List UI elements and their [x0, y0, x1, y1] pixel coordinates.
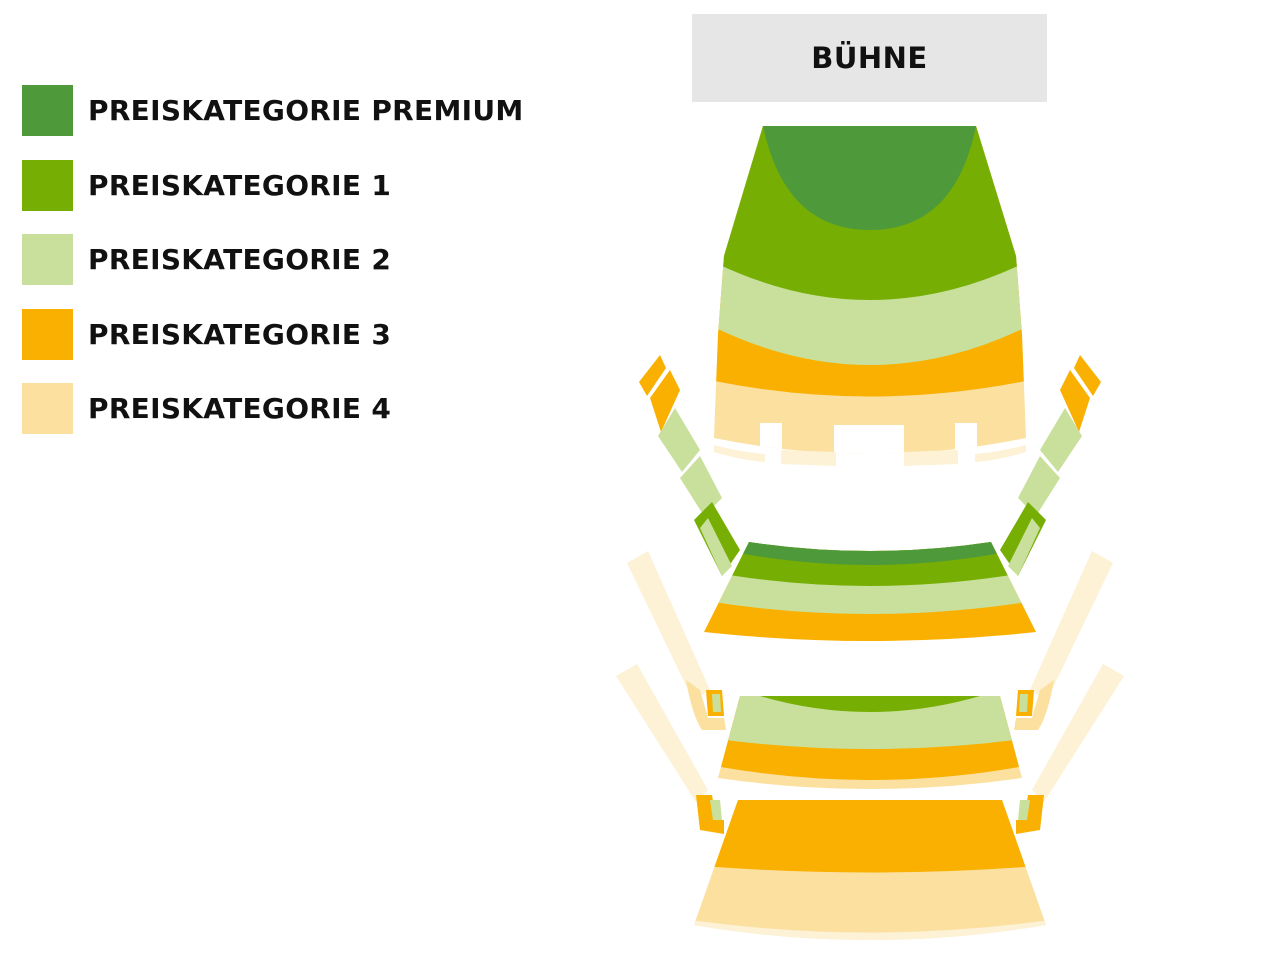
left-side-loges[interactable] — [686, 680, 726, 834]
rang1-section[interactable] — [700, 535, 1040, 655]
legend-swatch-cat4 — [22, 383, 73, 434]
legend-item-cat3: PREISKATEGORIE 3 — [22, 308, 524, 360]
legend-label-cat3: PREISKATEGORIE 3 — [88, 317, 392, 351]
right-side-loges[interactable] — [1014, 680, 1054, 834]
legend-swatch-cat2 — [22, 234, 73, 285]
legend-item-cat4: PREISKATEGORIE 4 — [22, 383, 524, 434]
left-outer-galleries[interactable] — [616, 551, 710, 802]
legend-label-cat4: PREISKATEGORIE 4 — [88, 392, 392, 425]
right-balcony-rang1[interactable] — [1000, 355, 1101, 576]
rang3-section[interactable] — [690, 795, 1050, 955]
legend-item-cat2: PREISKATEGORIE 2 — [22, 234, 524, 285]
legend-swatch-cat3 — [22, 308, 73, 360]
legend-item-cat1: PREISKATEGORIE 1 — [22, 159, 524, 211]
parkett-section[interactable] — [700, 120, 1040, 480]
legend-item-premium: PREISKATEGORIE PREMIUM — [22, 85, 524, 136]
right-outer-galleries[interactable] — [1030, 551, 1124, 802]
left-balcony-rang1[interactable] — [639, 355, 740, 576]
legend-swatch-cat1 — [22, 159, 73, 211]
legend-label-cat1: PREISKATEGORIE 1 — [88, 168, 392, 202]
stage-area — [692, 14, 1047, 102]
legend-swatch-premium — [22, 85, 73, 136]
legend-label-premium: PREISKATEGORIE PREMIUM — [88, 94, 524, 127]
parkett-loges[interactable] — [714, 445, 1026, 466]
price-legend: PREISKATEGORIE PREMIUM PREISKATEGORIE 1 … — [22, 85, 524, 458]
rang2-section[interactable] — [710, 690, 1030, 800]
stage-label: BÜHNE — [811, 41, 928, 75]
stage: BÜHNE — [692, 14, 1047, 102]
legend-label-cat2: PREISKATEGORIE 2 — [88, 243, 392, 276]
